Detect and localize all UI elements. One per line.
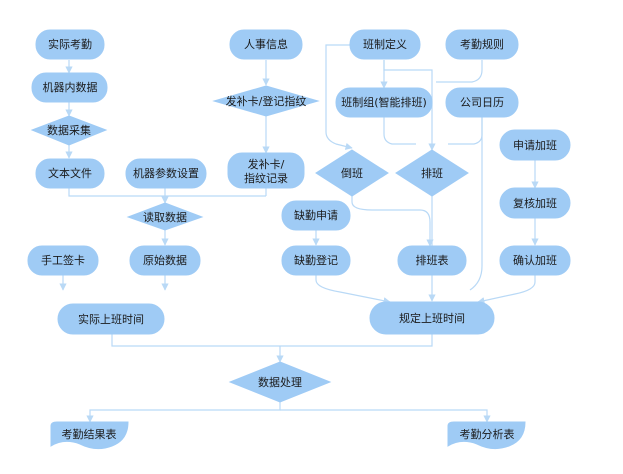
node-scheduling[interactable]: 排班 [395,149,469,197]
node-issue-card-label: 发补卡/登记指纹 [226,94,307,108]
node-absence-request-label: 缺勤申请 [294,208,338,222]
edge-to-result [86,400,281,423]
node-overtime-request[interactable]: 申请加班 [499,129,571,161]
node-overtime-request-label: 申请加班 [513,139,557,152]
node-overtime-review[interactable]: 复核加班 [499,187,571,219]
edge-shiftdef-to-swap [325,44,355,150]
node-machine-params[interactable]: 机器参数设置 [125,158,207,189]
edge-group-merge [383,117,416,145]
node-text-file-label: 文本文件 [48,166,92,180]
edge-calendar-down [469,116,483,291]
node-attendance-analysis[interactable]: 考勤分析表 [447,421,526,450]
node-actual-work-time[interactable]: 实际上班时间 [57,303,165,335]
node-absence-register-label: 缺勤登记 [294,253,338,267]
node-raw-data-label: 原始数据 [143,253,187,267]
node-machine-data-label: 机器内数据 [43,80,98,94]
node-absence-register[interactable]: 缺勤登记 [281,245,351,276]
node-company-calendar-label: 公司日历 [460,96,504,109]
node-actual-work-time-label: 实际上班时间 [78,312,144,326]
node-attendance-result-label: 考勤结果表 [62,427,117,441]
node-attendance-analysis-label: 考勤分析表 [460,427,515,441]
node-data-processing-label: 数据处理 [258,375,302,389]
node-machine-params-label: 机器参数设置 [133,166,199,180]
node-schedule-table-label: 排班表 [416,253,449,267]
node-schedule-table[interactable]: 排班表 [397,245,467,276]
node-swap-shift[interactable]: 倒班 [315,149,389,197]
edge-to-analysis [280,409,491,423]
node-machine-data[interactable]: 机器内数据 [31,72,108,103]
node-shift-def-label: 班制定义 [363,37,407,51]
node-attendance-rules[interactable]: 考勤规则 [445,29,519,60]
node-attendance-rules-label: 考勤规则 [460,37,504,51]
node-raw-data[interactable]: 原始数据 [129,245,201,276]
edge-rules-merge [436,60,483,83]
node-data-collect[interactable]: 数据采集 [30,115,108,146]
connectors [59,44,539,423]
node-personnel-info-label: 人事信息 [244,37,288,51]
node-issue-card-record-line1: 发补卡/ [248,157,285,171]
edge-textfile-merge [68,188,266,197]
node-data-collect-label: 数据采集 [47,123,91,137]
node-actual-attendance-label: 实际考勤 [48,37,92,51]
node-read-data-label: 读取数据 [143,210,187,224]
node-overtime-confirm-label: 确认加班 [513,254,557,267]
node-scheduled-work-time-label: 规定上班时间 [399,311,465,325]
node-issue-card-record[interactable]: 发补卡/ 指纹记录 [227,152,305,189]
edge-confirm-to-scheduled [477,275,536,305]
node-scheduling-label: 排班 [421,166,443,180]
edge-calendar-merge [448,116,483,145]
node-absence-request[interactable]: 缺勤申请 [281,200,351,231]
node-company-calendar[interactable]: 公司日历 [445,87,519,118]
edge-swap-to-table [351,196,434,247]
node-manual-card-label: 手工签卡 [41,253,85,267]
edge-absreg-to-scheduled [315,275,391,305]
nodes: 实际考勤 机器内数据 数据采集 文本文件 机器参数设置 读取数据 手工签卡 原 [27,29,571,450]
edge-times-merge [111,334,433,347]
edge-shiftdef-to-schedule [383,60,436,151]
node-actual-attendance[interactable]: 实际考勤 [35,29,105,60]
node-manual-card[interactable]: 手工签卡 [27,245,99,276]
node-issue-card-record-line2: 指纹记录 [244,171,288,185]
node-swap-shift-label: 倒班 [341,167,363,180]
node-issue-card[interactable]: 发补卡/登记指纹 [212,85,320,117]
node-shift-group[interactable]: 班制组(智能排班) [335,87,433,118]
node-shift-def[interactable]: 班制定义 [349,29,421,60]
node-personnel-info[interactable]: 人事信息 [229,29,303,60]
node-read-data[interactable]: 读取数据 [126,202,204,231]
node-scheduled-work-time[interactable]: 规定上班时间 [369,301,495,335]
node-overtime-confirm[interactable]: 确认加班 [499,245,571,276]
node-text-file[interactable]: 文本文件 [35,158,105,189]
node-data-processing[interactable]: 数据处理 [228,361,332,403]
node-overtime-review-label: 复核加班 [513,196,557,210]
node-attendance-result[interactable]: 考勤结果表 [50,421,129,450]
node-shift-group-label: 班制组(智能排班) [341,95,427,109]
